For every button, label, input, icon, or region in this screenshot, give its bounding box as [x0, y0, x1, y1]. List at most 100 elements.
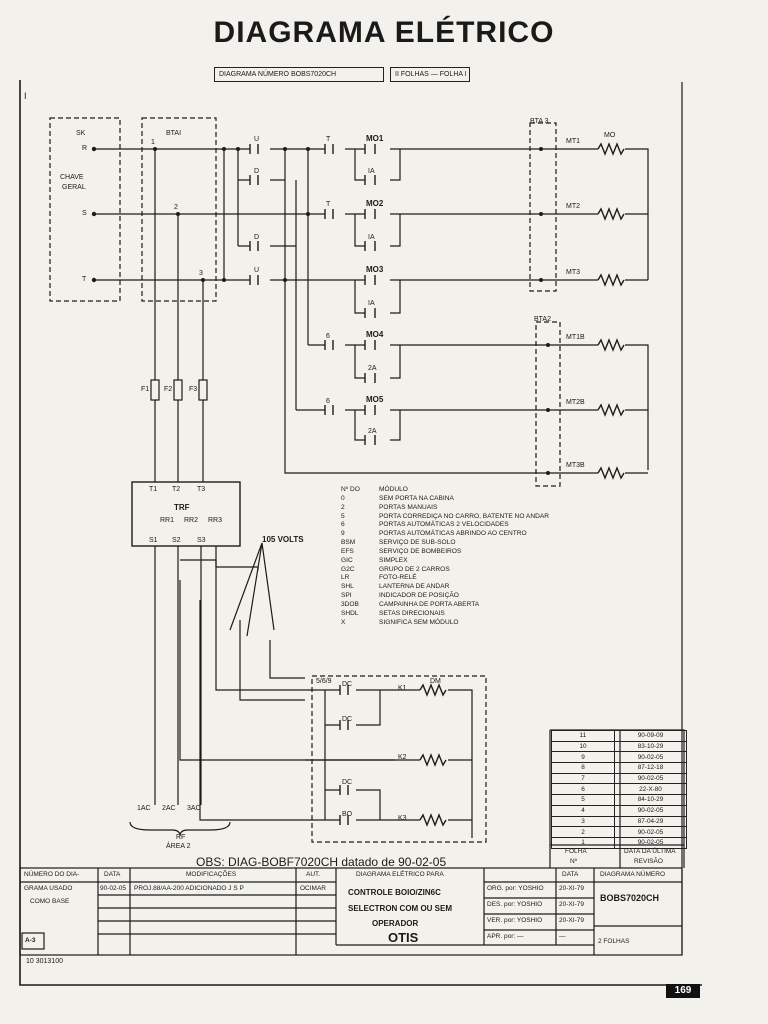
- branch-mo5: [296, 409, 649, 470]
- label-s3: S3: [197, 537, 206, 544]
- label-d2: D: [254, 234, 260, 241]
- label-dc2: DC: [342, 716, 353, 723]
- tb-para-label: DIAGRAMA ELÉTRICO PARA: [356, 871, 444, 878]
- header-sheet-count: II FOLHAS — FOLHA I: [390, 67, 470, 82]
- tie-d: [238, 179, 296, 247]
- control-bus: [305, 689, 473, 838]
- revision-number: 10: [551, 740, 615, 753]
- transformer-box: [131, 481, 241, 547]
- fuse-f3: [198, 379, 208, 401]
- org-date: 20-XI-79: [559, 901, 584, 908]
- rev-no-label: Nº: [570, 858, 578, 865]
- legend-code: BSM: [341, 539, 356, 547]
- label-mt2: MT2: [566, 203, 580, 210]
- page-number: 169: [666, 984, 700, 998]
- legend-description: FOTO-RELÉ: [379, 574, 417, 582]
- legend-description: LANTERNA DE ANDAR: [379, 583, 450, 591]
- label-mt1b: MT1B: [566, 334, 585, 341]
- legend-description: SERVIÇO DE BOMBEIROS: [379, 547, 462, 555]
- revision-date: 84-10-29: [614, 794, 687, 806]
- label-mt3b: MT3B: [566, 462, 585, 469]
- label-3ac: 3AC: [187, 805, 201, 812]
- label-dc3: DC: [342, 779, 353, 786]
- legend-code: LR: [341, 574, 350, 582]
- legend-code: 6: [341, 521, 345, 529]
- corner-mark: I: [24, 91, 27, 101]
- fuse-f1: [150, 379, 160, 401]
- label-k2: K2: [398, 754, 407, 761]
- revision-number: 2: [551, 826, 615, 838]
- legend-code: 9: [341, 530, 345, 538]
- revision-date: 90-02-05: [614, 804, 687, 817]
- legend-code: 3DOB: [341, 600, 359, 608]
- legend-row: LR FOTO-RELÉ: [341, 574, 549, 583]
- legend-code: G2C: [341, 565, 355, 573]
- org-date: 20-XI-79: [559, 885, 584, 892]
- tb-folha-small: 2 FOLHAS: [598, 938, 630, 945]
- label-trf: TRF: [174, 503, 190, 512]
- label-u1: U: [254, 136, 260, 143]
- tb-numero-diag: NÚMERO DO DIA-: [24, 871, 80, 878]
- tb-col-data: DATA: [104, 871, 121, 878]
- label-c6a: 6: [326, 333, 330, 340]
- label-mo4: MO4: [366, 330, 384, 339]
- label-mt2b: MT2B: [566, 399, 585, 406]
- legend-header-number: Nº DO: [341, 486, 360, 493]
- label-mt1: MT1: [566, 138, 580, 145]
- legend-description: CAMPAINHA DE PORTA ABERTA: [379, 600, 480, 608]
- label-rf: RF: [176, 834, 186, 841]
- tb-row1-data: 90-02-05: [100, 885, 127, 892]
- revision-date: 87-12-18: [614, 762, 687, 774]
- org-role: VER. por: YOSHIO: [487, 917, 543, 924]
- label-1ac: 1AC: [137, 805, 151, 812]
- revision-number: 8: [551, 762, 615, 774]
- bta1-box: [141, 117, 217, 302]
- legend-description: SIMPLEX: [379, 556, 408, 564]
- legend-description: PORTAS AUTOMÁTICAS ABRINDO AO CENTRO: [379, 530, 527, 538]
- label-bta3: BTA 3: [530, 118, 549, 125]
- label-rr2: RR2: [184, 517, 199, 524]
- ia-loop-4: [354, 345, 401, 379]
- revision-number: 7: [551, 772, 615, 785]
- revision-number: 9: [551, 751, 615, 764]
- label-mo1: MO1: [366, 134, 384, 143]
- tb-para-line1: CONTROLE BOIO/ZIN6C: [348, 888, 441, 897]
- revision-number: 1: [551, 836, 615, 849]
- label-k1: K1: [398, 685, 407, 692]
- label-mt3: MT3: [566, 269, 580, 276]
- tb-row1-aut: OCIMAR: [300, 885, 326, 892]
- revision-date: 90-09-09: [614, 730, 687, 742]
- label-ia4: 2A: [368, 365, 377, 372]
- revision-date: 90-02-05: [614, 751, 687, 764]
- label-t2-contact: T: [326, 201, 331, 208]
- label-rr1: RR1: [160, 517, 175, 524]
- org-date: 20-XI-79: [559, 917, 584, 924]
- revision-date: 90-02-05: [614, 826, 687, 838]
- legend-code: X: [341, 618, 346, 626]
- org-date: —: [559, 933, 566, 940]
- tb-col-modificacoes: MODIFICAÇÕES: [186, 871, 237, 878]
- revision-date: 83-10-29: [614, 740, 687, 753]
- tb-data-label: DATA: [562, 871, 579, 878]
- revision-number: 6: [551, 783, 615, 796]
- label-pin-1: 1: [151, 139, 155, 146]
- page-title: DIAGRAMA ELÉTRICO: [213, 16, 555, 49]
- sheet-frame: [19, 80, 702, 986]
- label-569: 5/6/9: [316, 678, 332, 685]
- header-diagram-number: DIAGRAMA NÚMERO BOBS7020CH: [214, 67, 384, 82]
- label-sk: SK: [76, 130, 86, 137]
- fuse-f2: [173, 379, 183, 401]
